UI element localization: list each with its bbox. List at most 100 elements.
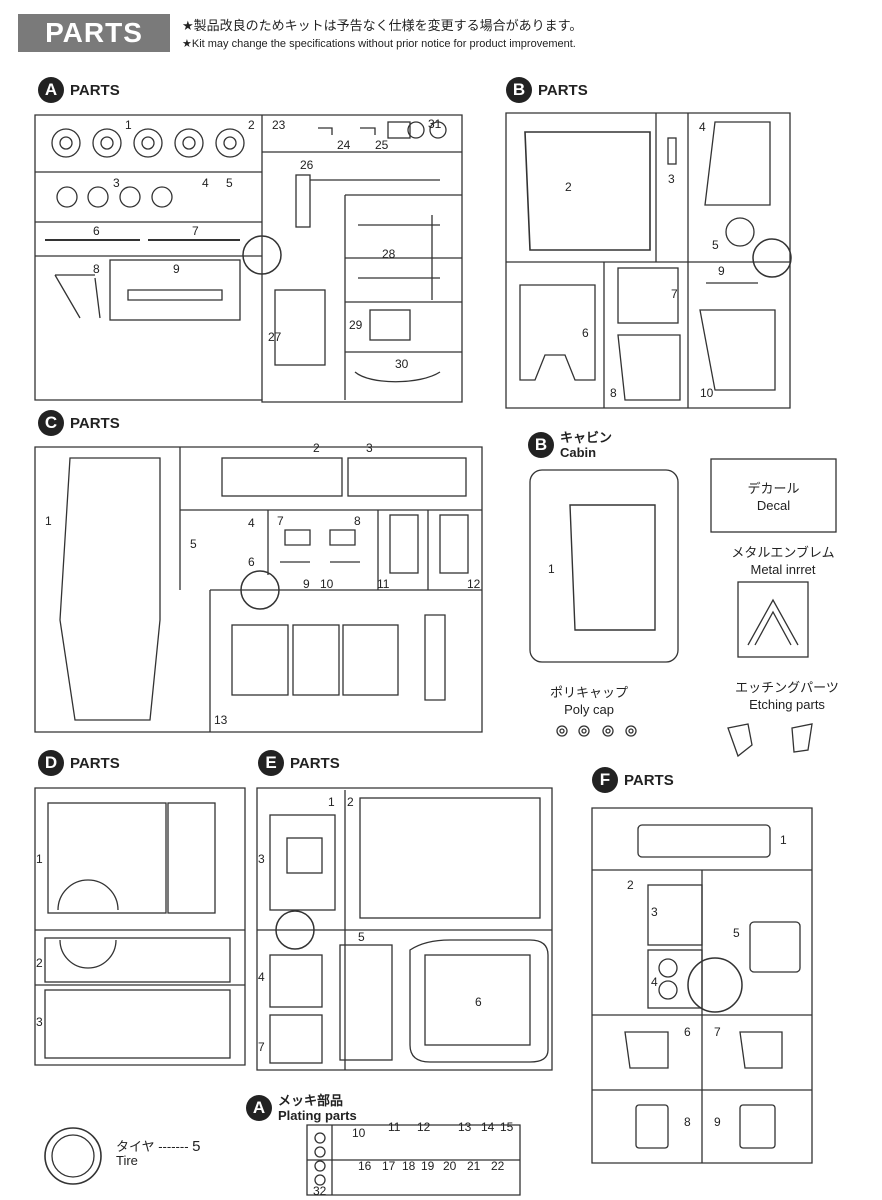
part-number: 3 <box>113 176 120 190</box>
part-number: 10 <box>320 577 334 591</box>
part-number: 1 <box>328 795 335 809</box>
section-b-title: B PARTS <box>506 77 588 103</box>
part-number: 8 <box>610 386 617 400</box>
part-number: 6 <box>475 995 482 1009</box>
section-d-title: D PARTS <box>38 750 120 776</box>
part-number: 2 <box>248 118 255 132</box>
section-e-title: E PARTS <box>258 750 340 776</box>
part-number: 10 <box>352 1126 366 1140</box>
part-number: 2 <box>313 441 320 455</box>
part-number: 31 <box>428 117 442 131</box>
part-number: 5 <box>226 176 233 190</box>
part-number: 4 <box>699 120 706 134</box>
part-number: 2 <box>565 180 572 194</box>
part-number: 19 <box>421 1159 435 1173</box>
part-number: 12 <box>467 577 481 591</box>
part-number: 14 <box>481 1120 495 1134</box>
section-e-badge: E <box>258 750 284 776</box>
part-number: 7 <box>671 287 678 301</box>
section-c-title: C PARTS <box>38 410 120 436</box>
part-number: 8 <box>93 262 100 276</box>
part-number: 1 <box>125 118 132 132</box>
part-number: 1 <box>780 833 787 847</box>
part-number: 16 <box>358 1159 372 1173</box>
part-number: 21 <box>467 1159 481 1173</box>
part-number: 6 <box>248 555 255 569</box>
part-number: 7 <box>277 514 284 528</box>
part-number: 7 <box>192 224 199 238</box>
part-number: 5 <box>190 537 197 551</box>
section-b-cabin-title: B キャビン Cabin <box>528 430 612 460</box>
part-number: 12 <box>417 1120 431 1134</box>
part-number: 3 <box>366 441 373 455</box>
metal-emblem-label: メタルエンブレム Metal inrret <box>731 545 835 577</box>
part-number: 24 <box>337 138 351 152</box>
part-number: 5 <box>712 238 719 252</box>
part-number: 5 <box>733 926 740 940</box>
section-b-cabin-badge: B <box>528 432 554 458</box>
part-number: 10 <box>700 386 714 400</box>
part-number: 3 <box>258 852 265 866</box>
part-number: 22 <box>491 1159 505 1173</box>
part-number: 7 <box>714 1025 721 1039</box>
section-c-badge: C <box>38 410 64 436</box>
tire-label: タイヤ ------- 5 <box>116 1138 201 1155</box>
part-number: 11 <box>388 1120 401 1134</box>
part-number: 4 <box>248 516 255 530</box>
part-number: 13 <box>458 1120 472 1134</box>
part-number: 1 <box>548 562 555 576</box>
poly-cap-label: ポリキャップ Poly cap <box>549 685 628 717</box>
part-number: 9 <box>714 1115 721 1129</box>
part-number: 26 <box>300 158 314 172</box>
section-f-title: F PARTS <box>592 767 674 793</box>
part-number: 9 <box>718 264 725 278</box>
part-number: 6 <box>93 224 100 238</box>
section-a-badge: A <box>38 77 64 103</box>
part-number: 30 <box>395 357 409 371</box>
part-number: 18 <box>402 1159 416 1173</box>
part-number: 3 <box>651 905 658 919</box>
part-number: 15 <box>500 1120 514 1134</box>
part-number: 13 <box>214 713 228 727</box>
part-number: 20 <box>443 1159 457 1173</box>
part-number: 27 <box>268 330 282 344</box>
part-number: 28 <box>382 247 396 261</box>
part-number: 4 <box>258 970 265 984</box>
part-number: 23 <box>272 118 286 132</box>
part-number: 9 <box>303 577 310 591</box>
part-number: 7 <box>258 1040 265 1054</box>
part-number: 8 <box>684 1115 691 1129</box>
part-number: 9 <box>173 262 180 276</box>
part-number: 2 <box>36 956 43 970</box>
section-f-badge: F <box>592 767 618 793</box>
part-number: 4 <box>651 975 658 989</box>
note-japanese: ★製品改良のためキットは予告なく仕様を変更する場合があります。 <box>182 18 583 33</box>
section-plating-title: A メッキ部品 Plating parts <box>246 1093 357 1123</box>
part-number: 8 <box>354 514 361 528</box>
part-number: 6 <box>684 1025 691 1039</box>
part-number: 3 <box>36 1015 43 1029</box>
part-number: 32 <box>313 1184 327 1198</box>
etching-parts-label: エッチングパーツ Etching parts <box>735 680 839 712</box>
part-number: 2 <box>627 878 634 892</box>
part-number: 29 <box>349 318 363 332</box>
decal-label: デカール Decal <box>747 481 800 513</box>
tire-label-en: Tire <box>116 1153 138 1168</box>
part-number: 2 <box>347 795 354 809</box>
section-a-title: A PARTS <box>38 77 120 103</box>
section-b-badge: B <box>506 77 532 103</box>
part-number: 6 <box>582 326 589 340</box>
part-number: 1 <box>36 852 43 866</box>
part-number: 1 <box>45 514 52 528</box>
part-number: 5 <box>358 930 365 944</box>
section-d-badge: D <box>38 750 64 776</box>
part-number: 11 <box>377 577 390 591</box>
part-number: 3 <box>668 172 675 186</box>
part-number: 4 <box>202 176 209 190</box>
note-english: ★Kit may change the specifications witho… <box>182 38 576 50</box>
part-number: 25 <box>375 138 389 152</box>
parts-title: PARTS <box>18 14 170 52</box>
part-number: 17 <box>382 1159 396 1173</box>
section-plating-badge: A <box>246 1095 272 1121</box>
